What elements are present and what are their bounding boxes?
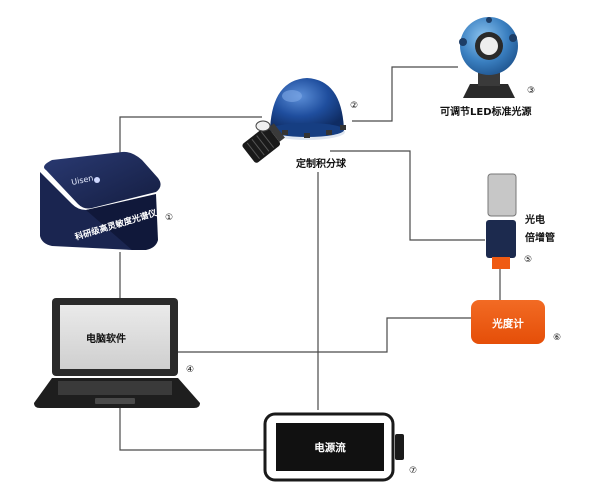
sphere-label: 定制积分球 [296,157,347,170]
number-3: ③ [527,86,535,96]
spectrometer-box-icon: Uisen 科研级高灵敏度光谱仪 [40,151,161,250]
integrating-sphere-icon [242,78,346,163]
number-6: ⑥ [553,333,561,343]
photomultiplier-tube-icon [486,173,517,269]
connection-wires [119,66,501,451]
photometer-label: 光度计 [491,317,524,330]
battery-icon: 电源流 [263,412,404,482]
wire-sphere-pmt [330,150,485,241]
pmt-label-line1: 光电 [524,213,545,226]
photometer-box: 光度计 [471,300,545,344]
wire-laptop-ammeter [119,406,265,451]
laptop-screen-label: 电脑软件 [86,332,126,345]
number-7: ⑦ [409,466,417,476]
number-4: ④ [186,365,194,375]
ammeter-label: 电源流 [314,441,346,454]
wire-photometer-laptop [178,317,472,353]
led-source-label: 可调节LED标准光源 [440,105,532,118]
wire-sphere-led [352,66,458,122]
number-1: ① [165,213,173,223]
number-2: ② [350,101,358,111]
wire-sphere-spectrometer [119,116,262,160]
led-light-source-icon [459,17,518,98]
laptop-icon: 电脑软件 [34,298,200,408]
pmt-label-line2: 倍增管 [525,231,555,244]
number-5: ⑤ [524,255,532,265]
